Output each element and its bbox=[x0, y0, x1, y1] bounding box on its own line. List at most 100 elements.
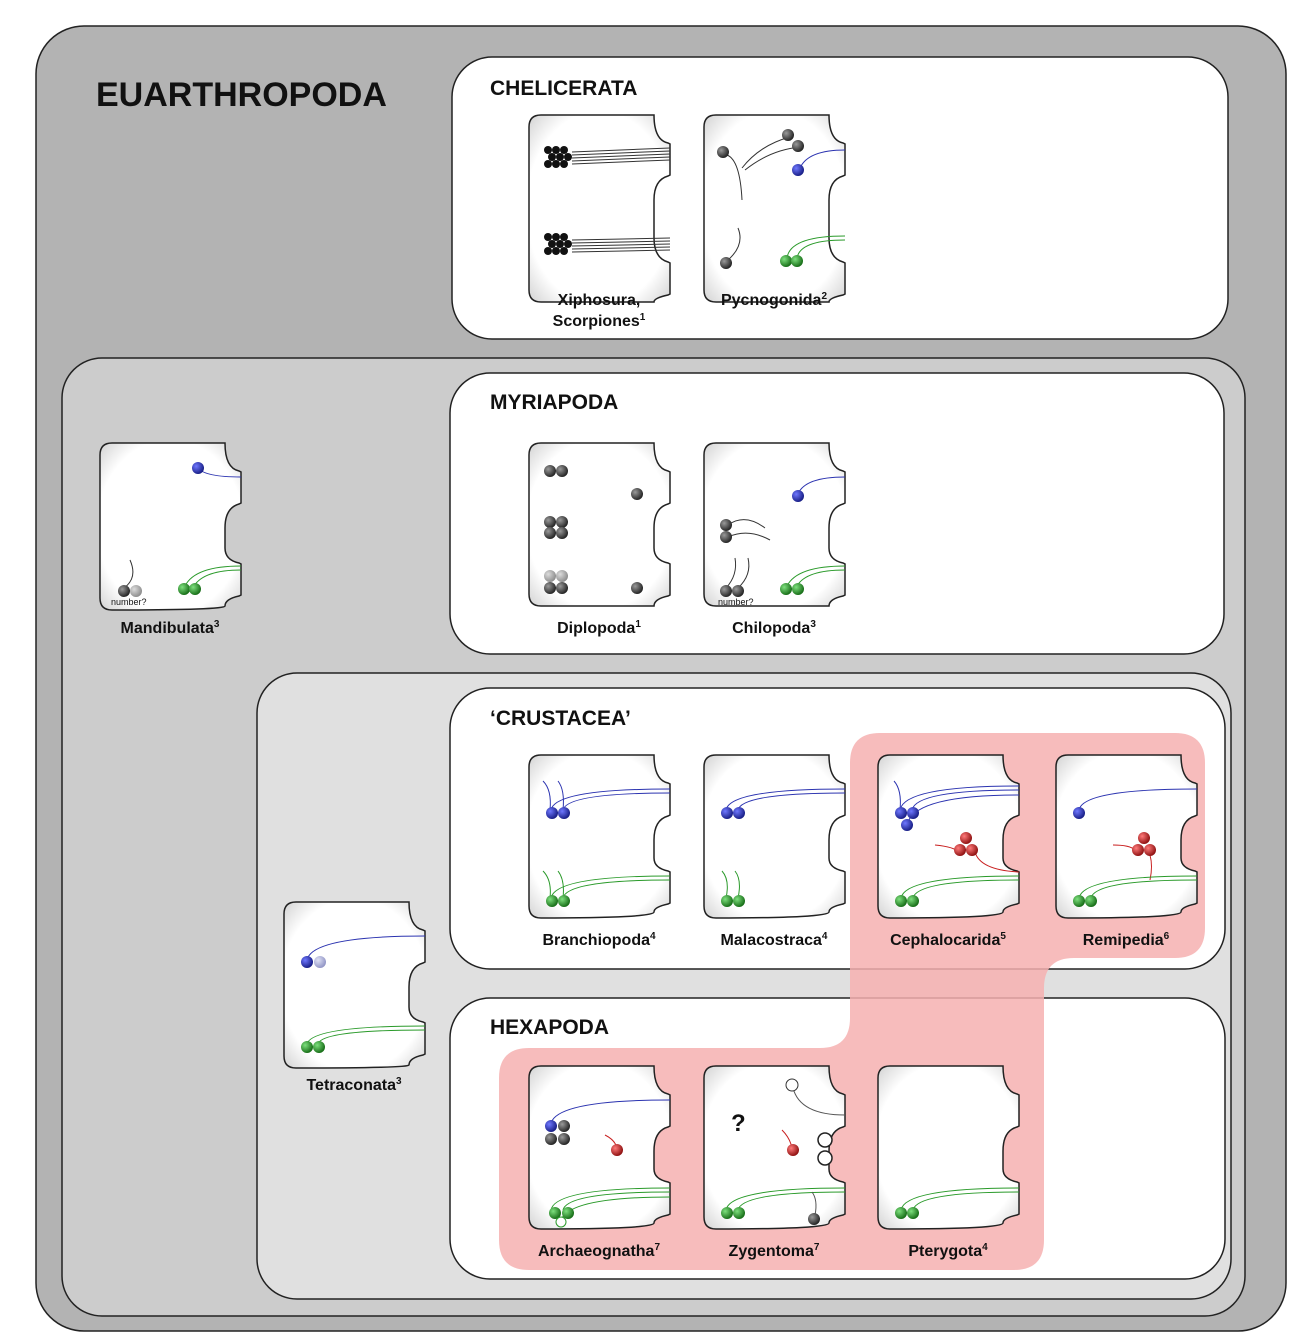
grey-ocellus bbox=[792, 140, 804, 152]
green-ocellus bbox=[895, 895, 907, 907]
label-cephalocarida: Cephalocarida5 bbox=[890, 931, 1006, 949]
green-ocellus bbox=[178, 583, 190, 595]
label-mandibulata: Mandibulata3 bbox=[121, 619, 220, 637]
label-branchiopoda: Branchiopoda4 bbox=[542, 931, 656, 949]
panel-malacostraca bbox=[703, 754, 846, 919]
panel-archaeognatha bbox=[528, 1065, 671, 1230]
panel-zygentoma: ? bbox=[703, 1065, 846, 1230]
red-ocellus bbox=[1132, 844, 1144, 856]
blue-ocellus bbox=[192, 462, 204, 474]
label-remipedia: Remipedia6 bbox=[1083, 931, 1170, 949]
blue-ocellus bbox=[895, 807, 907, 819]
green-ocellus bbox=[733, 895, 745, 907]
label-diplopoda: Diplopoda1 bbox=[557, 619, 641, 637]
grey-ocellus bbox=[720, 519, 732, 531]
green-ocellus bbox=[313, 1041, 325, 1053]
green-ocellus bbox=[301, 1041, 313, 1053]
red-ocellus bbox=[1138, 832, 1150, 844]
blue-ocellus bbox=[301, 956, 313, 968]
red-ocellus bbox=[611, 1144, 623, 1156]
compound-eye-icon bbox=[544, 233, 572, 255]
panel-pterygota bbox=[877, 1065, 1020, 1230]
grey-ocellus bbox=[782, 129, 794, 141]
red-ocellus bbox=[787, 1144, 799, 1156]
panel-mandibulata: number? bbox=[99, 442, 242, 611]
blue-ocellus bbox=[733, 807, 745, 819]
blue-ocellus bbox=[792, 490, 804, 502]
head-outline bbox=[99, 442, 242, 611]
head-outline bbox=[528, 114, 671, 303]
green-ocellus bbox=[189, 583, 201, 595]
green-ocellus bbox=[792, 583, 804, 595]
green-ocellus bbox=[791, 255, 803, 267]
grey-ocellus bbox=[545, 1133, 557, 1145]
lightblue-ocellus bbox=[314, 956, 326, 968]
label-xiphosura: Xiphosura,Scorpiones1 bbox=[553, 292, 646, 330]
red-ocellus bbox=[954, 844, 966, 856]
panel-diplopoda bbox=[528, 442, 671, 607]
label-tetraconata: Tetraconata3 bbox=[306, 1076, 402, 1094]
crustacea-title: ‘CRUSTACEA’ bbox=[490, 707, 631, 730]
blue-ocellus bbox=[901, 819, 913, 831]
open-ocellus bbox=[555, 1216, 567, 1228]
blue-ocellus bbox=[792, 164, 804, 176]
grey-ocellus bbox=[558, 1120, 570, 1132]
head-outline bbox=[877, 1065, 1020, 1230]
grey-ocellus bbox=[118, 585, 130, 597]
red-ocellus bbox=[960, 832, 972, 844]
grey-ocellus bbox=[717, 146, 729, 158]
blue-ocellus bbox=[558, 807, 570, 819]
head-outline bbox=[703, 114, 846, 303]
head-outline bbox=[1055, 754, 1198, 919]
myriapoda-title: MYRIAPODA bbox=[490, 391, 618, 414]
green-ocellus bbox=[1085, 895, 1097, 907]
head-outline bbox=[703, 442, 846, 607]
green-ocellus bbox=[1073, 895, 1085, 907]
green-ocellus bbox=[907, 1207, 919, 1219]
head-outline bbox=[703, 754, 846, 919]
ocelli-cluster bbox=[544, 465, 643, 594]
grey-ocellus bbox=[720, 585, 732, 597]
red-ocellus bbox=[966, 844, 978, 856]
green-ocellus bbox=[549, 1207, 561, 1219]
green-ocellus bbox=[907, 895, 919, 907]
green-ocellus bbox=[733, 1207, 745, 1219]
grey-ocellus bbox=[558, 1133, 570, 1145]
number-note: number? bbox=[718, 597, 754, 607]
label-pycnogonida: Pycnogonida2 bbox=[721, 291, 827, 309]
euarthropoda-title: EUARTHROPODA bbox=[96, 76, 387, 114]
head-outline bbox=[528, 754, 671, 919]
green-ocellus bbox=[780, 255, 792, 267]
green-ocellus bbox=[721, 1207, 733, 1219]
blue-ocellus bbox=[1073, 807, 1085, 819]
grey-ocellus bbox=[720, 257, 732, 269]
highlight-region bbox=[499, 733, 1205, 1270]
panel-pycnogonida bbox=[703, 114, 846, 303]
head-outline bbox=[528, 442, 671, 607]
grey-ocellus bbox=[732, 585, 744, 597]
green-ocellus bbox=[721, 895, 733, 907]
green-ocellus bbox=[562, 1207, 574, 1219]
head-outline bbox=[528, 1065, 671, 1230]
grey-ocellus bbox=[720, 531, 732, 543]
green-ocellus bbox=[558, 895, 570, 907]
label-pterygota: Pterygota4 bbox=[908, 1242, 988, 1260]
compound-eye-icon bbox=[544, 146, 572, 168]
chelicerata-title: CHELICERATA bbox=[490, 77, 637, 100]
red-ocellus bbox=[1144, 844, 1156, 856]
label-archaeognatha: Archaeognatha7 bbox=[538, 1242, 660, 1260]
panel-branchiopoda bbox=[528, 754, 671, 919]
blue-ocellus bbox=[907, 807, 919, 819]
panel-remipedia bbox=[1055, 754, 1198, 919]
green-ocellus bbox=[895, 1207, 907, 1219]
number-note: number? bbox=[111, 597, 147, 607]
label-zygentoma: Zygentoma7 bbox=[729, 1242, 820, 1260]
head-outline bbox=[877, 754, 1020, 919]
open-ocellus bbox=[785, 1078, 799, 1092]
grey-ocellus bbox=[808, 1213, 820, 1225]
green-ocellus bbox=[780, 583, 792, 595]
panel-tetraconata bbox=[283, 901, 426, 1069]
question-mark: ? bbox=[731, 1110, 746, 1137]
open-ocellus bbox=[817, 1132, 833, 1148]
